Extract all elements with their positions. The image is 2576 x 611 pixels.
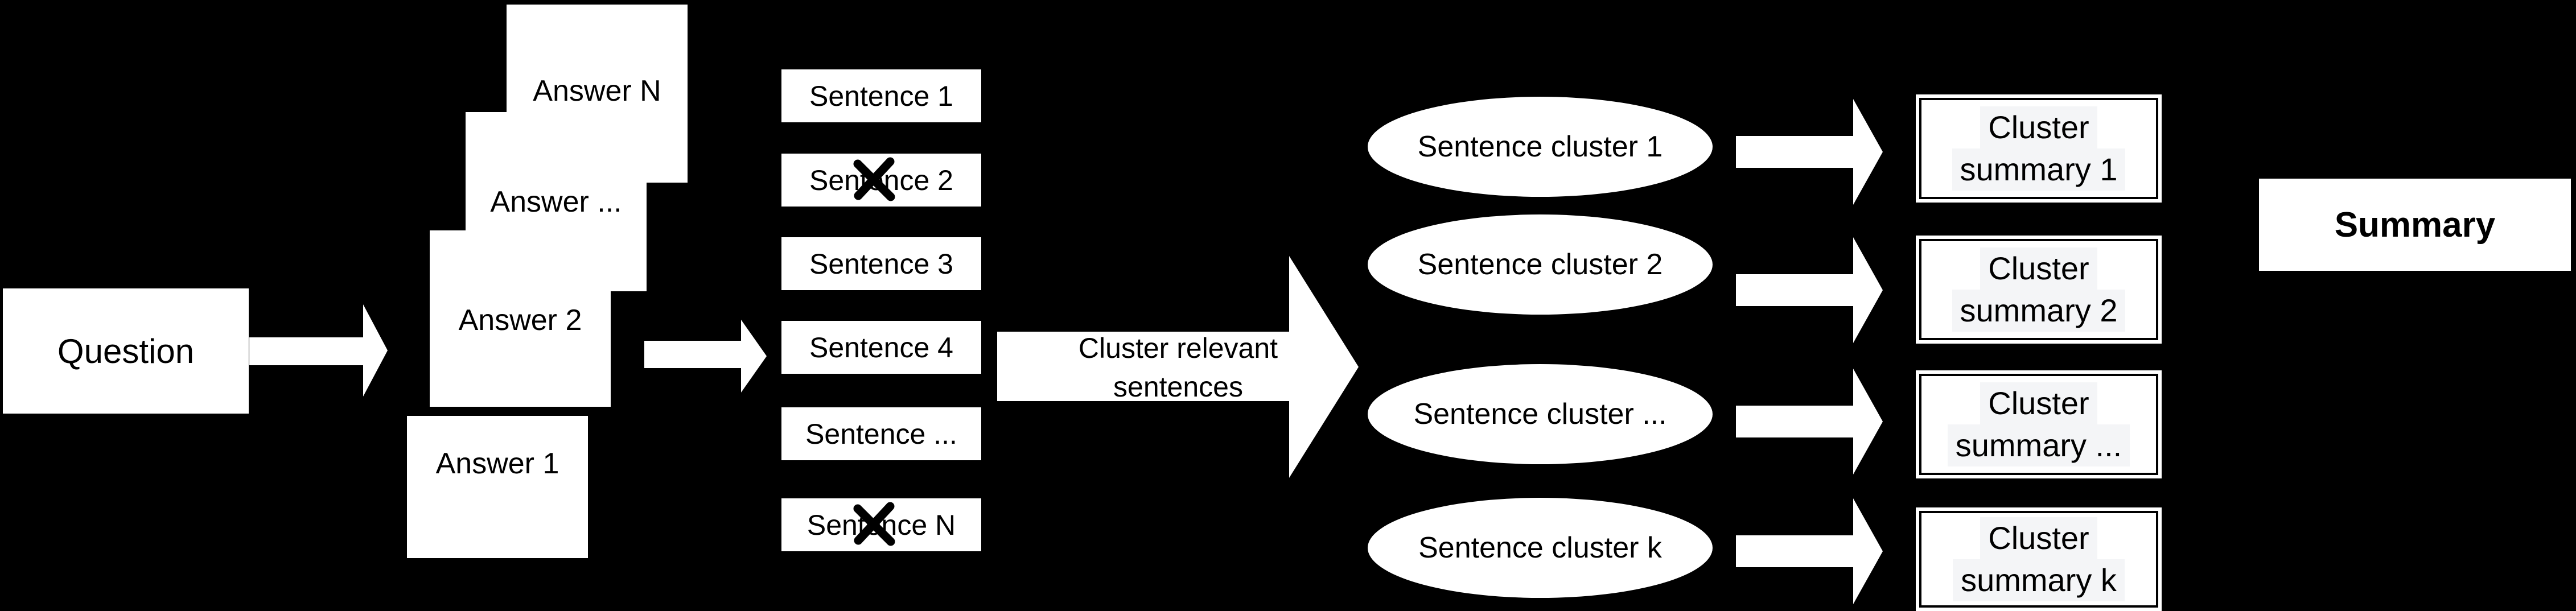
cluster-summary-line2: summary 2 — [1952, 290, 2126, 332]
cluster-summary-line1: Cluster — [1980, 247, 2097, 290]
cluster-step-caption: Cluster relevant sentences — [1036, 329, 1320, 406]
answer-card-1: Answer 1 — [407, 416, 588, 558]
arrow-head-icon — [1853, 237, 1883, 343]
answer-label: Answer 2 — [458, 304, 582, 337]
cluster-label: Sentence cluster k — [1418, 531, 1662, 564]
sentence-label: Sentence 1 — [809, 80, 953, 112]
arrow-shaft — [249, 337, 363, 365]
cluster-summary-box-dots: Cluster summary ... — [1916, 370, 2162, 478]
arrow-head-icon — [363, 304, 388, 397]
cluster-summary-line2: summary k — [1953, 559, 2125, 601]
arrow-shaft — [1736, 136, 1853, 168]
sentence-label: Sentence 3 — [809, 247, 953, 280]
final-summary-label: Summary — [2334, 205, 2496, 245]
sentence-label: Sentence 4 — [809, 331, 953, 364]
cluster-summary-box-k: Cluster summary k — [1916, 507, 2162, 611]
answer-label: Answer 1 — [435, 447, 559, 480]
arrow-head-icon — [741, 320, 767, 393]
arrow-shaft — [1736, 406, 1853, 437]
cluster-summary-line1: Cluster — [1980, 106, 2097, 148]
answer-label: Answer ... — [490, 185, 622, 218]
cluster-step-caption-line1: Cluster relevant — [1078, 332, 1278, 364]
cross-out-x-icon — [853, 157, 895, 201]
cluster-ellipse-k: Sentence cluster k — [1368, 498, 1713, 598]
cluster-summary-box-1: Cluster summary 1 — [1916, 94, 2162, 203]
answer-label: Answer N — [533, 75, 661, 108]
cluster-summary-line1: Cluster — [1980, 382, 2097, 424]
cluster-ellipse-2: Sentence cluster 2 — [1368, 214, 1713, 315]
sentence-box-3: Sentence 3 — [781, 237, 981, 290]
cross-out-x-icon — [853, 502, 895, 546]
arrow-shaft — [1736, 535, 1853, 567]
cluster-label: Sentence cluster 1 — [1417, 130, 1663, 163]
arrow-shaft — [1736, 274, 1853, 306]
cluster-label: Sentence cluster 2 — [1417, 248, 1663, 281]
cluster-step-caption-line2: sentences — [1113, 371, 1243, 403]
cluster-ellipse-dots: Sentence cluster ... — [1368, 364, 1713, 464]
arrow-head-icon — [1853, 498, 1883, 604]
cluster-summary-line1: Cluster — [1980, 517, 2097, 559]
cluster-label: Sentence cluster ... — [1413, 398, 1667, 431]
cluster-summary-line2: summary ... — [1947, 424, 2130, 466]
final-summary-box: Summary — [2259, 179, 2571, 271]
answer-card-2: Answer 2 — [430, 230, 611, 407]
sentence-label: Sentence ... — [805, 418, 957, 450]
sentence-box-dots: Sentence ... — [781, 407, 981, 460]
cluster-summary-line2: summary 1 — [1952, 148, 2126, 191]
sentence-box-4: Sentence 4 — [781, 321, 981, 374]
cluster-summary-box-2: Cluster summary 2 — [1916, 236, 2162, 344]
question-label: Question — [57, 332, 195, 370]
question-box: Question — [3, 288, 249, 414]
arrow-shaft — [997, 332, 1289, 401]
arrow-head-icon — [1853, 369, 1883, 474]
sentence-box-1: Sentence 1 — [781, 69, 981, 122]
arrow-head-icon — [1289, 256, 1359, 478]
arrow-shaft — [644, 341, 741, 368]
cluster-ellipse-1: Sentence cluster 1 — [1368, 97, 1713, 197]
arrow-head-icon — [1853, 99, 1883, 205]
